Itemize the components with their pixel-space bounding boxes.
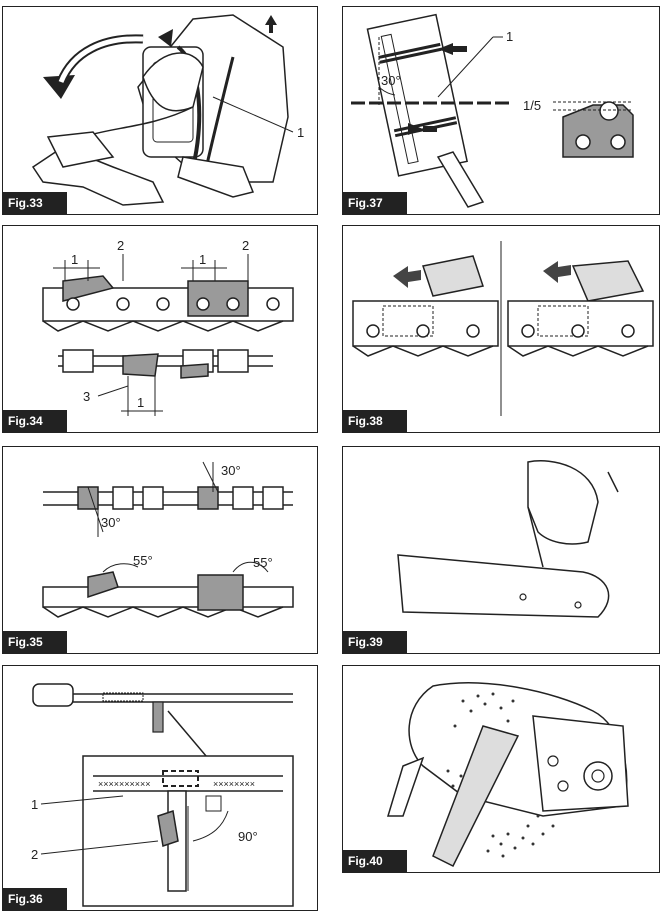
callout-3: 3: [83, 389, 90, 404]
hatch-right: ××××××××: [213, 779, 255, 789]
angle-30-bottom: 30°: [101, 515, 121, 530]
hatch-left: ××××××××××: [98, 779, 151, 789]
figure-label: Fig.36: [3, 888, 67, 910]
figure-40-illustration: [386, 682, 629, 868]
depth-1-5-label: 1/5: [523, 98, 541, 113]
figure-33-panel: 1 Fig.33: [2, 6, 318, 215]
figure-37-illustration: 30° 1 1/5: [351, 13, 634, 208]
angle-30-top: 30°: [221, 463, 241, 478]
dim-1-left: 1: [71, 252, 78, 267]
callout-1: 1: [297, 125, 304, 140]
angle-90-label: 90°: [238, 829, 258, 844]
dim-1-right: 1: [199, 252, 206, 267]
figure-38-panel: Fig.38: [342, 225, 660, 433]
figure-37-panel: 30° 1 1/5 Fig.37: [342, 6, 660, 215]
dim-1-bottom: 1: [137, 395, 144, 410]
figure-39-illustration: [397, 460, 619, 618]
figure-36-panel: ×××××××××× ×××××××× 90° 1 2 Fig.36: [2, 665, 318, 911]
figure-label: Fig.34: [3, 410, 67, 432]
figure-40-panel: Fig.40: [342, 665, 660, 873]
callout-2: 2: [31, 847, 38, 862]
figure-label: Fig.39: [343, 631, 407, 653]
callout-1: 1: [31, 797, 38, 812]
figure-label: Fig.40: [343, 850, 407, 872]
figure-label: Fig.38: [343, 410, 407, 432]
debris: [446, 692, 555, 858]
figure-38-illustration: [352, 241, 654, 416]
figure-35-illustration: 30° 30° 55° 55°: [42, 461, 294, 618]
figure-label: Fig.33: [3, 192, 67, 214]
callout-1: 1: [506, 29, 513, 44]
figure-34-panel: 1 2 1 2 1 3 Fig.34: [2, 225, 318, 433]
callout-2-right: 2: [242, 238, 249, 253]
figure-33-illustration: 1: [31, 14, 304, 206]
chain-side-view: [42, 275, 294, 332]
figure-36-illustration: ×××××××××× ×××××××× 90° 1 2: [31, 683, 294, 907]
angle-55-right: 55°: [253, 555, 273, 570]
callout-2-left: 2: [117, 238, 124, 253]
angle-55-left: 55°: [133, 553, 153, 568]
figure-label: Fig.37: [343, 192, 407, 214]
figure-35-panel: 30° 30° 55° 55° Fig.35: [2, 446, 318, 654]
figure-39-panel: Fig.39: [342, 446, 660, 654]
angle-30-label: 30°: [381, 73, 401, 88]
figure-34-illustration: 1 2 1 2 1 3: [42, 238, 294, 416]
figure-label: Fig.35: [3, 631, 67, 653]
